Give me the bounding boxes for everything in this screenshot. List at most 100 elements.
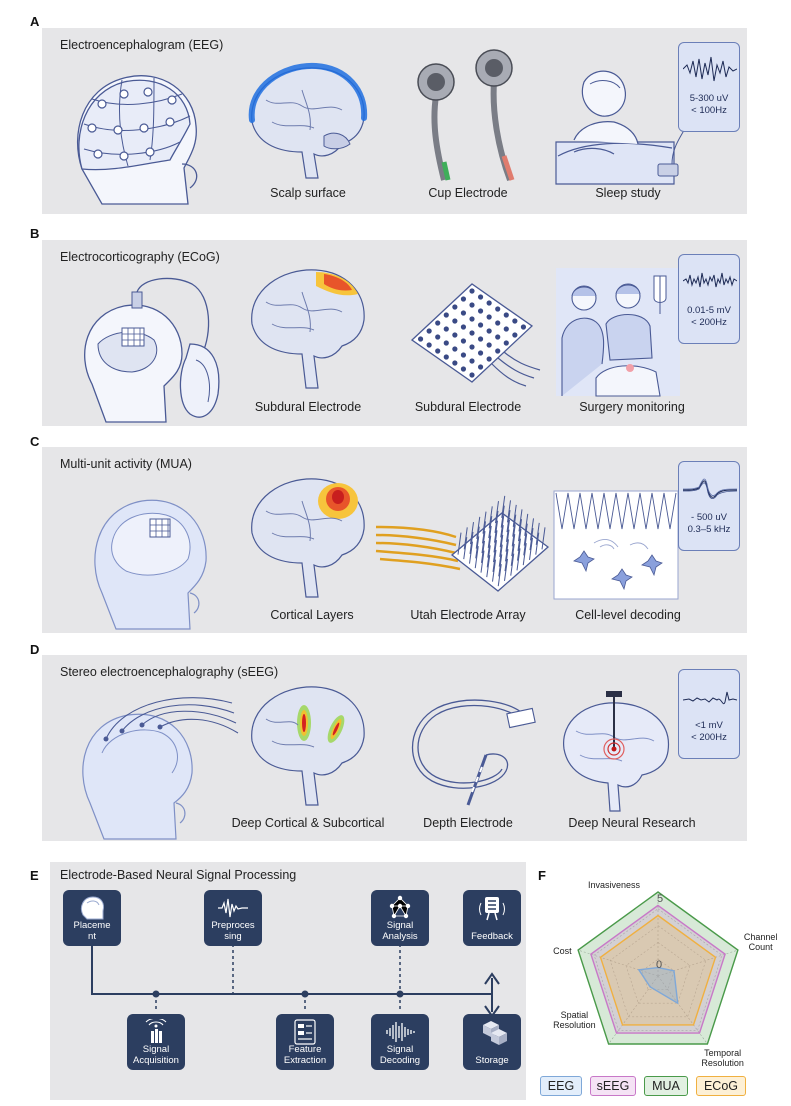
grid-contact	[495, 320, 501, 326]
grid-contact	[477, 336, 484, 342]
grid-contact	[443, 354, 449, 360]
radar-axis-label-invasiveness: Invasiveness	[588, 880, 641, 890]
grid-contact	[435, 348, 441, 354]
panel-c-signal-box: - 500 uV 0.3–5 kHz	[678, 461, 740, 551]
utah-pin	[501, 495, 506, 518]
utah-pin	[463, 527, 468, 550]
grid-contact	[469, 358, 475, 364]
network-icon	[389, 895, 411, 919]
grid-contact	[486, 356, 492, 362]
utah-pin	[500, 515, 505, 538]
utah-array-illustration	[375, 495, 550, 592]
brain-scalp-surface-illustration	[248, 62, 368, 179]
panel-b-title: Electrocorticography (ECoG)	[60, 250, 220, 264]
grid-contact	[512, 332, 518, 338]
node-feature-extraction-line1: Feature	[288, 1044, 322, 1055]
grid-contact	[503, 326, 509, 332]
utah-pin	[488, 506, 493, 529]
panel-letter-c: C	[30, 434, 40, 449]
utah-pin	[487, 525, 492, 548]
grid-contact	[460, 352, 467, 358]
utah-pin	[492, 549, 497, 572]
radar-series-seeg	[590, 904, 726, 1034]
utah-pin	[497, 564, 502, 587]
grid-contact	[495, 306, 501, 312]
panel-c-caption-1: Cortical Layers	[270, 608, 354, 622]
grid-contact	[460, 366, 467, 372]
grid-contact	[443, 326, 449, 332]
eeg-waveform-icon	[683, 56, 737, 82]
utah-pin	[481, 540, 485, 563]
panel-a-caption-3: Sleep study	[595, 186, 661, 200]
node-preprocessing-line1: Preproces	[211, 920, 255, 931]
panel-b-signal-amplitude: 0.01-5 mV	[687, 305, 731, 316]
grid-contact	[477, 308, 484, 314]
grid-contact	[477, 350, 484, 356]
radar-grid-ring	[609, 925, 707, 1018]
utah-array-pins	[457, 495, 546, 587]
utah-pin	[499, 525, 504, 548]
utah-pin	[507, 500, 511, 523]
panel-b-signal-frequency: < 200Hz	[691, 317, 727, 328]
grid-contact	[477, 322, 484, 328]
radar-chart	[577, 891, 739, 1045]
sleep-study-illustration	[555, 70, 687, 185]
soundwave-icon	[386, 1022, 415, 1042]
panel-c-signal-amplitude: - 500 uV	[691, 512, 727, 523]
grid-contact	[503, 340, 509, 346]
utah-pin	[517, 538, 521, 561]
utah-pin	[476, 516, 481, 539]
grid-contact	[477, 294, 484, 300]
grid-contact	[460, 338, 467, 344]
utah-pin	[475, 526, 480, 549]
grid-contact	[426, 328, 432, 334]
utah-pin	[494, 520, 498, 543]
panel-d-signal-amplitude: <1 mV	[695, 720, 723, 731]
utah-pin	[535, 532, 540, 555]
grid-contact	[452, 318, 458, 324]
utah-pin	[481, 531, 486, 554]
panel-d: Stereo electroencephalography (sEEG) Dee…	[42, 655, 747, 841]
panel-d-caption-3: Deep Neural Research	[568, 816, 696, 830]
utah-pin	[530, 518, 534, 541]
deep-neural-research-illustration	[563, 691, 670, 812]
radar-series-eeg	[637, 966, 679, 1005]
node-signal-decoding-line1: Signal	[386, 1044, 414, 1055]
panel-b-signal-box: 0.01-5 mV < 200Hz	[678, 254, 740, 344]
node-signal-analysis-line1: Signal	[386, 920, 414, 931]
utah-pin	[518, 519, 522, 542]
utah-pin	[541, 527, 546, 550]
grid-contact	[486, 342, 492, 348]
node-signal-acquisition-line1: Signal	[142, 1044, 170, 1055]
waveform-icon	[218, 898, 248, 918]
grid-contact	[417, 336, 424, 342]
utah-pin	[499, 534, 504, 557]
utah-pin	[512, 504, 517, 527]
cell-level-decoding-illustration	[553, 490, 679, 600]
utah-pin	[523, 523, 528, 546]
subdural-grid-electrode-illustration	[410, 283, 541, 387]
surgery-monitoring-illustration	[556, 268, 680, 397]
utah-pin	[487, 535, 492, 558]
utah-pin	[498, 554, 503, 577]
panel-a-signal-box: 5-300 uV < 100Hz	[678, 42, 740, 132]
utah-pin	[498, 544, 503, 567]
utah-pin	[486, 555, 491, 578]
panel-d-title: Stereo electroencephalography (sEEG)	[60, 665, 279, 679]
brain-ecog-activation-illustration	[251, 269, 365, 389]
radar-axis-label-cost: Cost	[553, 946, 572, 957]
utah-pin	[522, 543, 527, 566]
utah-pin	[488, 516, 493, 539]
mua-spike-waveform-icon	[683, 478, 737, 499]
panel-a-caption-2: Cup Electrode	[428, 186, 508, 200]
grid-contact	[486, 314, 492, 320]
grid-contact	[486, 328, 492, 334]
panel-c-title: Multi-unit activity (MUA)	[60, 457, 192, 471]
grid-contact	[460, 310, 467, 316]
panel-b-caption-2: Subdural Electrode	[414, 400, 522, 414]
